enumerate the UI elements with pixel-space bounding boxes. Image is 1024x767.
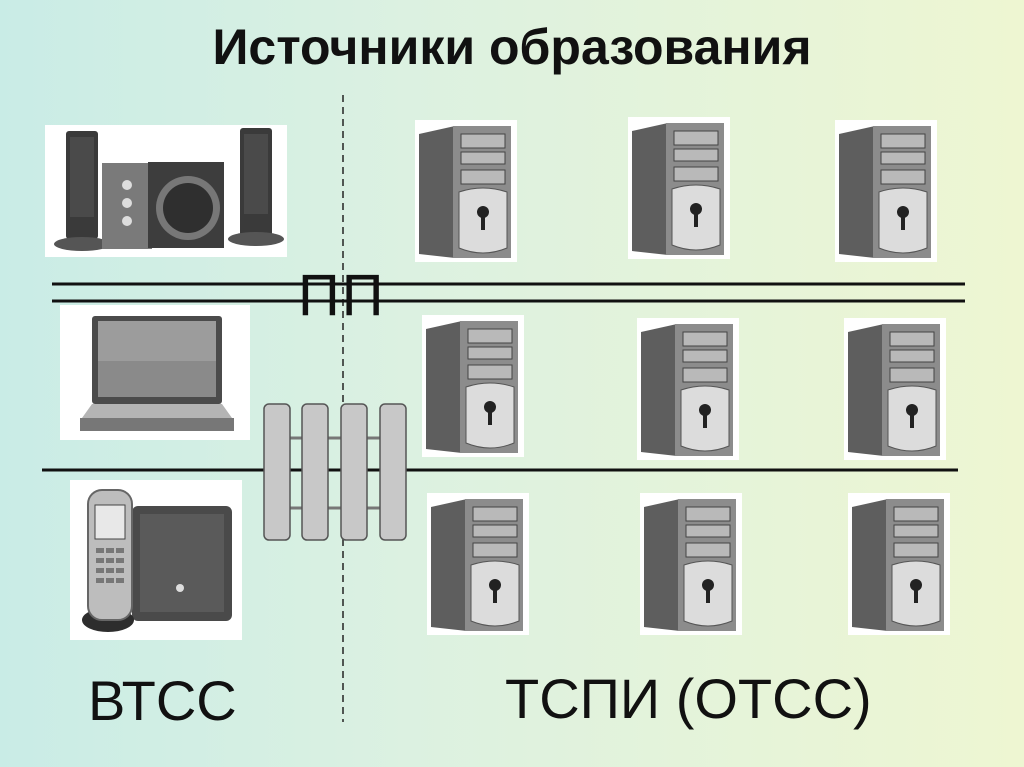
connector-bar (379, 403, 407, 541)
pc-tower-icon (844, 318, 946, 460)
pc-tower-icon (415, 120, 517, 262)
connector-bar (263, 403, 291, 541)
connector-bar (301, 403, 329, 541)
pc-tower-icon (422, 315, 524, 457)
pc-tower-icon (848, 493, 950, 635)
connector-block (263, 403, 407, 541)
pc-tower-icon (628, 117, 730, 259)
pc-tower-icon (637, 318, 739, 460)
pc-tower-icon (640, 493, 742, 635)
laptop-icon (60, 305, 250, 440)
label-vtss: ВТСС (88, 669, 237, 732)
pc-tower-icon (835, 120, 937, 262)
pc-grid (415, 117, 950, 635)
label-tspi: ТСПИ (ОТСС) (505, 667, 872, 730)
pc-tower-icon (427, 493, 529, 635)
connector-bar (340, 403, 368, 541)
label-pp: ПП (298, 263, 386, 328)
speakers-icon (45, 125, 287, 257)
cordless-phone-icon (70, 480, 242, 640)
slide-title: Источники образования (212, 19, 812, 75)
